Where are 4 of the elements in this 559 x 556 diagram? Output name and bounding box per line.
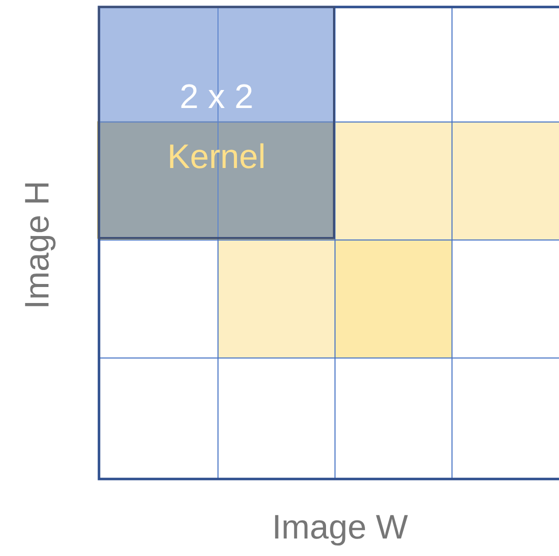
kernel-label: Kernel xyxy=(167,138,266,177)
axis-label: Image W xyxy=(272,508,408,548)
axis-label: Image H xyxy=(18,180,58,310)
kernel-box xyxy=(98,6,335,239)
